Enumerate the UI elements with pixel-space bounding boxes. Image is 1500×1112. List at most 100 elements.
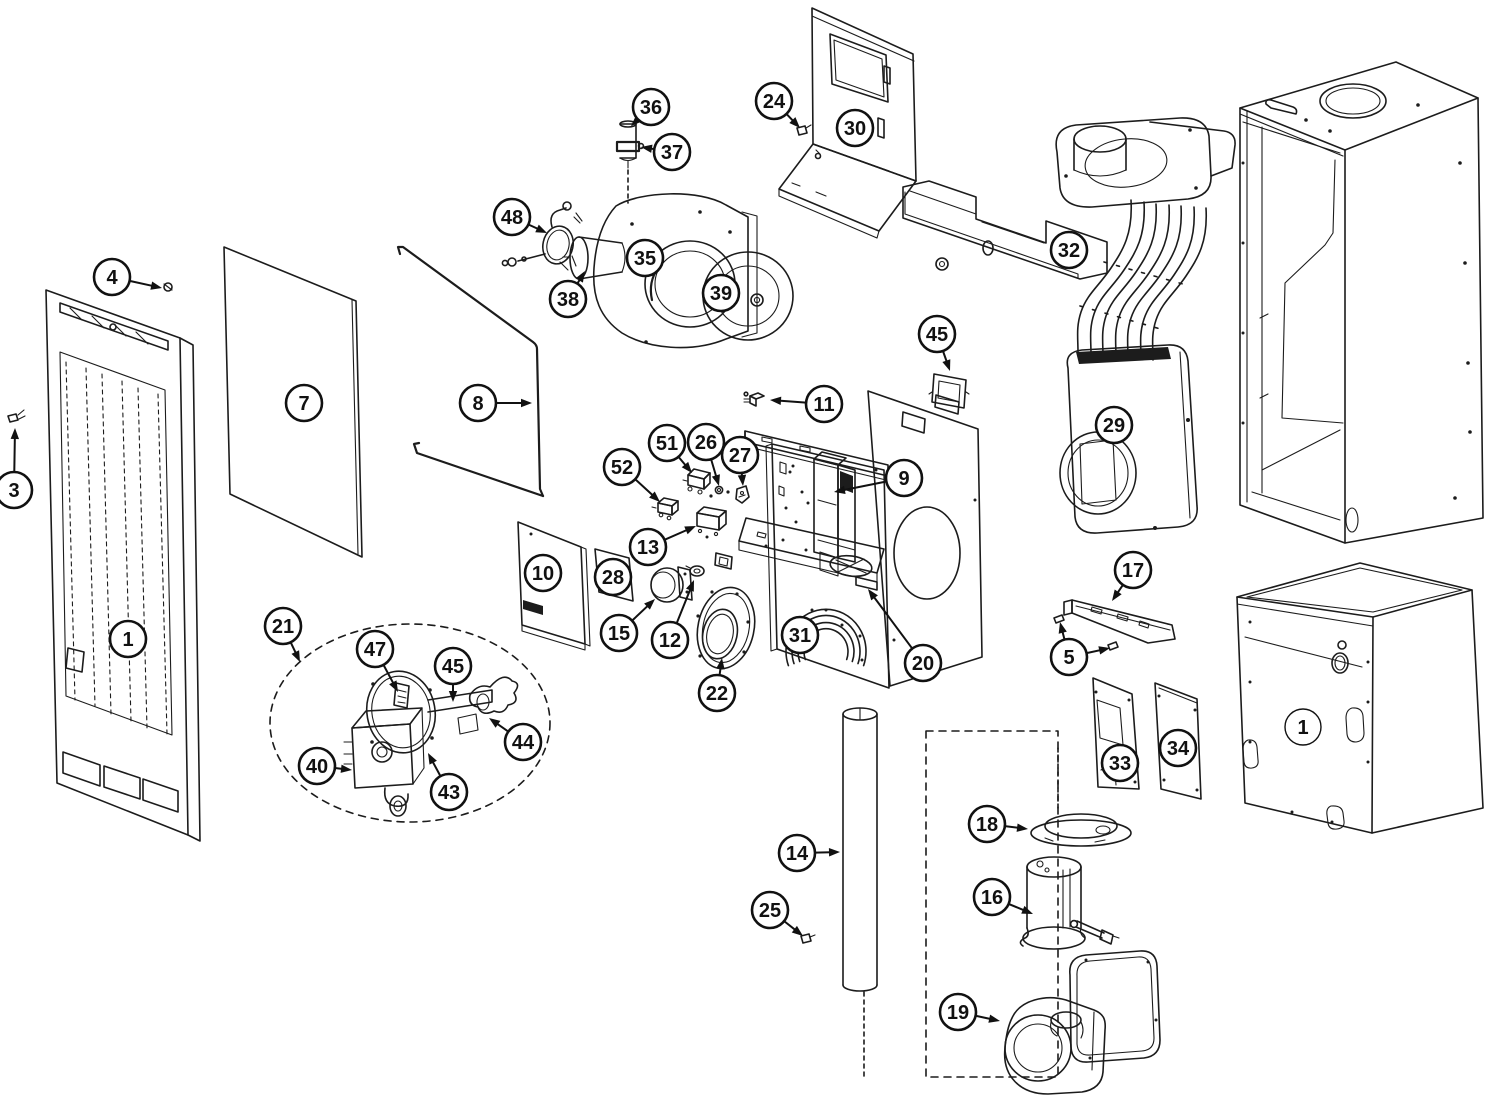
callout-circle — [804, 384, 844, 424]
trap-cap — [1030, 747, 1132, 847]
callout-52-27: 52 — [602, 447, 660, 502]
callout-number: 40 — [306, 756, 328, 778]
callout-number: 11 — [813, 394, 834, 416]
heat-exchanger — [1055, 117, 1236, 534]
callout-number: 18 — [976, 814, 998, 836]
shelf-screw — [796, 124, 812, 136]
callout-number: 21 — [272, 616, 294, 638]
callout-number: 52 — [611, 457, 633, 479]
exchanger-tubes — [1076, 199, 1208, 361]
front-door-panel — [45, 289, 201, 842]
callout-number: 44 — [512, 732, 535, 754]
leader-arrowhead — [631, 115, 642, 126]
leader-arrowhead — [644, 599, 655, 610]
callout-45-21: 45 — [917, 314, 957, 371]
callout-circle — [780, 615, 820, 655]
callout-number: 20 — [912, 653, 934, 675]
callout-20-35: 20 — [868, 589, 943, 683]
callout-1-0: 1 — [108, 619, 148, 659]
rollout-switch — [651, 497, 679, 521]
burner-crossover — [468, 676, 519, 715]
callout-circle — [835, 108, 875, 148]
leader-arrowhead — [291, 650, 300, 662]
callout-circle — [697, 673, 737, 713]
callout-number: 24 — [763, 91, 786, 113]
callout-number: 31 — [789, 625, 811, 647]
callout-44-8: 44 — [489, 718, 543, 762]
blower-shelf-panel — [778, 7, 917, 239]
callout-12-32: 12 — [650, 580, 694, 660]
leader-arrowhead — [428, 753, 437, 765]
callout-40-9: 40 — [297, 746, 352, 786]
callout-1-45: 1 — [1284, 708, 1322, 746]
leader-arrowhead — [737, 474, 747, 486]
burner-plate — [365, 670, 437, 754]
leader-arrowhead — [389, 680, 398, 692]
leader-arrowhead — [489, 718, 501, 728]
callout-circle — [903, 643, 943, 683]
sight-glass-plate — [928, 373, 970, 409]
exchanger-cell-panel — [1059, 344, 1198, 534]
leader-line — [382, 663, 395, 686]
blower-scroll-housing — [1003, 950, 1161, 1095]
cabinet-shell — [1239, 61, 1484, 544]
callout-number: 10 — [532, 563, 554, 585]
callout-circle — [593, 557, 633, 597]
callout-number: 3 — [8, 480, 19, 502]
callout-number: 9 — [898, 468, 909, 490]
inlet-ring — [696, 586, 756, 670]
callout-number: 37 — [661, 142, 683, 164]
callout-circle — [1100, 743, 1140, 783]
callout-7-3: 7 — [284, 383, 324, 423]
leader-arrowhead — [716, 658, 725, 670]
callout-circle — [750, 890, 790, 930]
leader-arrowhead — [1021, 905, 1033, 914]
vent-clamp-bracket — [501, 201, 583, 271]
callout-number: 27 — [729, 445, 751, 467]
callout-number: 30 — [844, 118, 866, 140]
callout-number: 39 — [710, 283, 732, 305]
pressure-tube — [615, 120, 645, 204]
callout-number: 13 — [637, 537, 659, 559]
callout-circle — [1049, 230, 1089, 270]
kit-boundary-box — [925, 730, 1059, 1078]
callout-circle — [777, 833, 817, 873]
callout-number: 45 — [442, 656, 464, 678]
leader-arrowhead — [868, 589, 878, 601]
callout-16-43: 16 — [972, 877, 1033, 917]
callout-39-16: 39 — [701, 273, 741, 313]
blower-cabinet — [1236, 562, 1484, 834]
leader-arrowhead — [988, 1014, 1000, 1023]
callout-18-42: 18 — [967, 804, 1028, 844]
leader-arrowhead — [649, 491, 660, 502]
leader-line — [289, 641, 298, 655]
leader-arrowhead — [711, 474, 720, 486]
callout-29-20: 29 — [1094, 405, 1134, 445]
leader-line — [783, 920, 797, 932]
callout-circle — [631, 87, 671, 127]
callout-5-37: 5 — [1049, 622, 1110, 677]
callout-34-39: 34 — [1158, 728, 1198, 768]
callout-circle — [967, 804, 1007, 844]
leader-line — [974, 1014, 993, 1021]
callout-circle — [972, 877, 1012, 917]
callout-17-36: 17 — [1112, 550, 1153, 601]
leader-arrowhead — [340, 764, 352, 773]
callout-38-14: 38 — [548, 271, 588, 319]
callout-number: 1 — [1297, 717, 1308, 739]
callout-circle — [548, 279, 588, 319]
callout-circle — [263, 606, 303, 646]
callout-circle — [602, 447, 642, 487]
sensor-bracket — [735, 485, 750, 504]
leader-arrowhead — [828, 848, 840, 857]
callout-number: 35 — [634, 248, 656, 270]
callout-48-13: 48 — [492, 197, 547, 237]
callout-number: 17 — [1122, 560, 1144, 582]
junction-plate — [714, 552, 733, 570]
callout-27-26: 27 — [720, 435, 760, 486]
nut-fastener — [709, 485, 730, 498]
callout-32-19: 32 — [1049, 230, 1089, 270]
callout-circle — [938, 992, 978, 1032]
